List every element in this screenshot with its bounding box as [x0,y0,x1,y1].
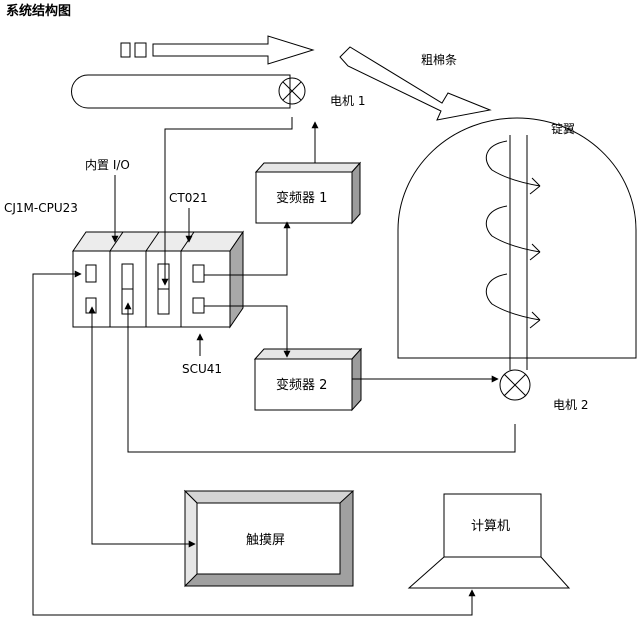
spindle-housing [397,117,637,359]
flyer-spiral [485,140,541,329]
roving-strips [120,42,147,58]
computer-icon: 计算机 [407,493,571,589]
ct021-label: CT021 [169,191,208,205]
roving-feed-arrow [339,46,492,121]
inverter1-box: 变频器 1 [254,161,362,225]
motor2-icon [499,369,531,401]
touchscreen-label: 触摸屏 [246,533,285,548]
motor2-label: 电机 2 [553,398,588,412]
motor1-icon [278,77,306,105]
builtin-io-label: 内置 I/O [85,158,130,172]
touchscreen-box: 触摸屏 [183,489,355,588]
inverter2-box: 变频器 2 [253,347,363,412]
roving-label: 粗棉条 [421,53,457,67]
page-title: 系统结构图 [6,3,71,19]
spindle-label: 锭翼 [551,122,575,136]
roving-flow-arrow [152,35,315,65]
wiring [32,117,516,616]
cpu-label: CJ1M-CPU23 [4,201,78,215]
flyer-shaft [509,135,528,370]
motor1-label: 电机 1 [330,94,365,108]
scu41-label: SCU41 [182,362,222,376]
motor1-drum [71,74,291,109]
plc-rack [72,230,244,329]
inverter2-label: 变频器 2 [276,377,327,393]
inverter1-label: 变频器 1 [276,190,327,206]
computer-label: 计算机 [471,519,510,534]
